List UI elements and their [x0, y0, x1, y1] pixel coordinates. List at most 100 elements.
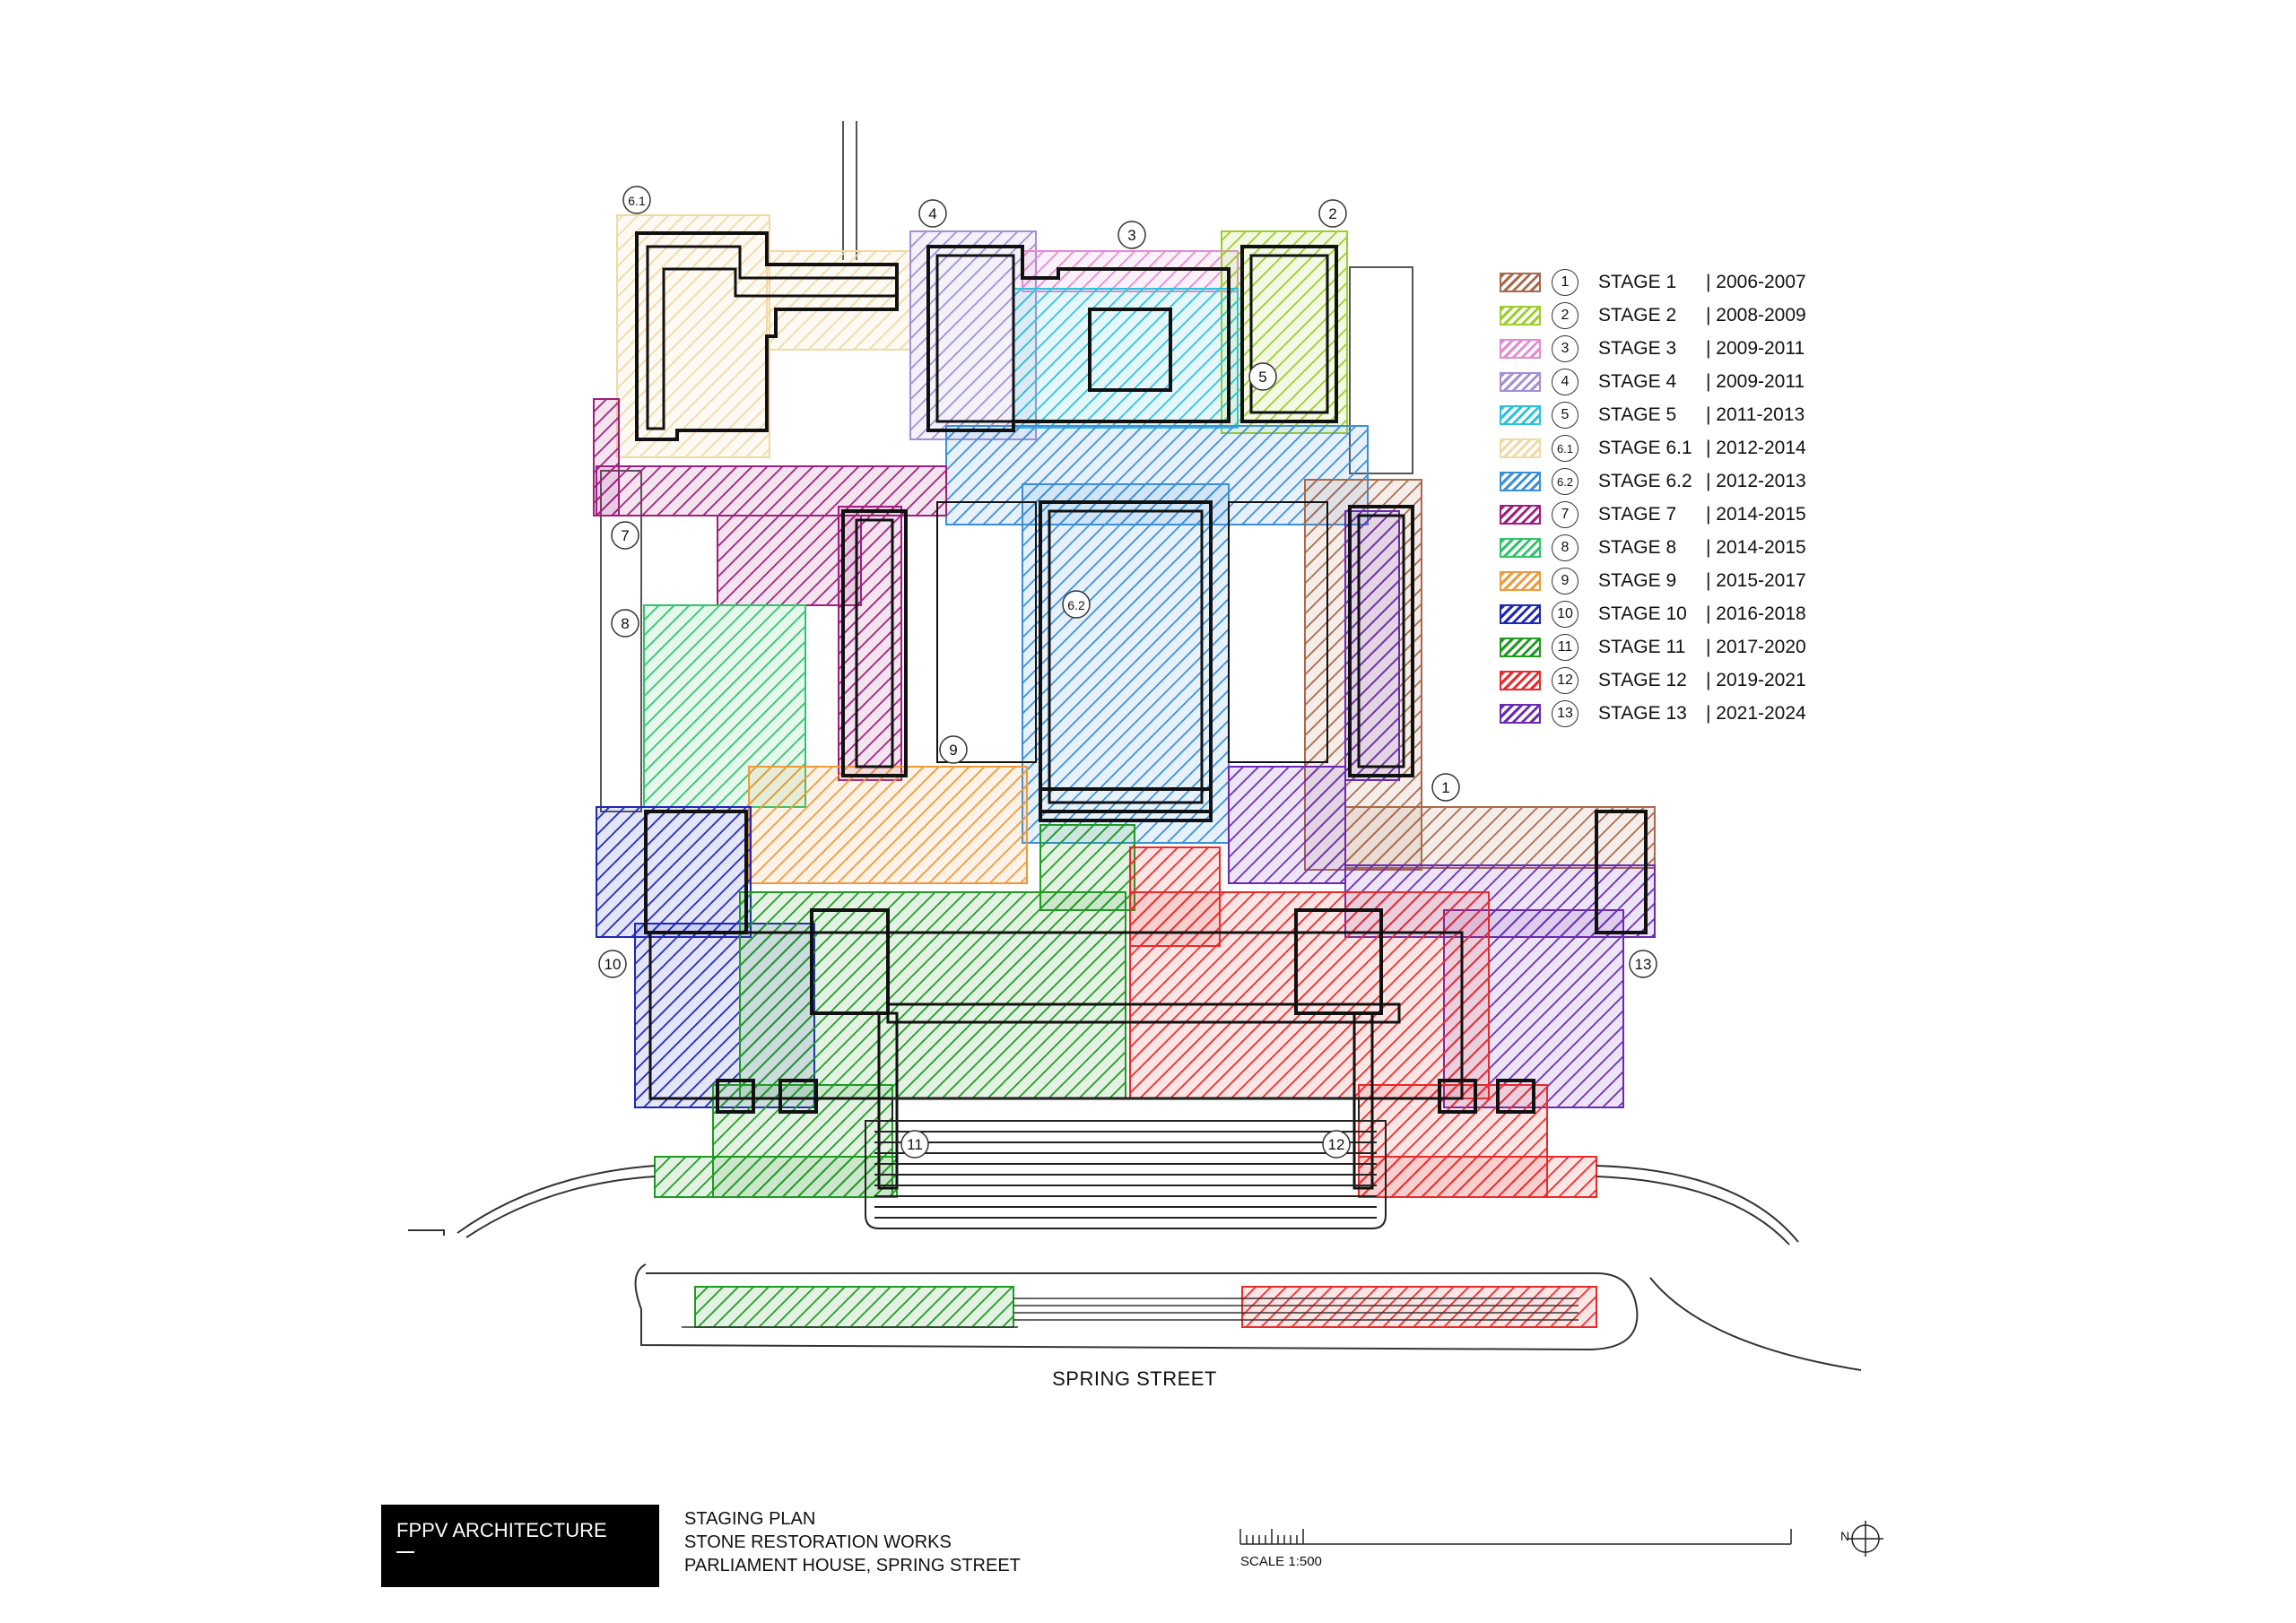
svg-text:12: 12 [1328, 1136, 1345, 1153]
legend-years: | 2009-2011 [1706, 338, 1805, 359]
plan-marker-11: 11 [900, 1130, 929, 1159]
legend-years: | 2016-2018 [1706, 603, 1806, 624]
street-label: SPRING STREET [1052, 1367, 1217, 1390]
legend-stage-name: STAGE 5 [1598, 404, 1677, 425]
zone-stage-1-wing [1344, 806, 1656, 869]
scale-bar [1239, 1529, 1792, 1545]
front-staircase [865, 1098, 1387, 1229]
zone-stage-11-stair [654, 1156, 898, 1198]
plan-marker-13: 13 [1629, 950, 1657, 978]
zone-stage-3 [1022, 250, 1239, 292]
legend-years: | 2021-2024 [1706, 703, 1806, 724]
legend-row-stage-8: 8 STAGE 8 | 2014-2015 [1500, 533, 1840, 563]
zone-stage-7-mid [717, 515, 862, 606]
legend-number: 1 [1552, 269, 1578, 296]
legend-stage-name: STAGE 13 [1598, 703, 1687, 724]
plan-stage-markers: 6.1 4 3 2 5 7 8 6.2 9 1 10 13 11 12 [598, 186, 1657, 1159]
stage-zones [593, 214, 1656, 1328]
zone-stage-6-1 [616, 214, 770, 458]
zone-stage-11-upper [1039, 824, 1135, 911]
drawing-location: PARLIAMENT HOUSE, SPRING STREET [684, 1556, 1021, 1575]
legend-stage-name: STAGE 9 [1598, 570, 1677, 591]
legend-swatch [1500, 505, 1541, 525]
legend-stage-name: STAGE 1 [1598, 272, 1677, 292]
plan-marker-2: 2 [1318, 199, 1347, 228]
legend-number: 6.1 [1552, 435, 1578, 462]
legend-stage-name: STAGE 11 [1598, 637, 1686, 657]
legend-swatch [1500, 638, 1541, 657]
legend-stage-name: STAGE 12 [1598, 670, 1687, 690]
site-curves [408, 1165, 1862, 1371]
svg-text:5: 5 [1258, 369, 1266, 386]
legend-number: 5 [1552, 402, 1578, 429]
legend-years: | 2014-2015 [1706, 537, 1806, 558]
zone-stage-10-top [596, 806, 752, 938]
svg-text:11: 11 [907, 1136, 923, 1153]
svg-text:3: 3 [1127, 227, 1135, 244]
svg-text:7: 7 [621, 527, 629, 544]
legend-number: 7 [1552, 501, 1578, 528]
legend-years: | 2008-2009 [1706, 305, 1806, 325]
legend-number: 11 [1552, 634, 1578, 661]
legend-swatch [1500, 604, 1541, 624]
plan-marker-4: 4 [918, 199, 947, 228]
svg-text:2: 2 [1328, 205, 1336, 222]
legend-years: | 2012-2013 [1706, 471, 1806, 491]
zone-stage-13-mid [1228, 766, 1346, 884]
zone-stage-12-stair [1358, 1156, 1597, 1198]
drawing-subtitle: STONE RESTORATION WORKS [684, 1532, 952, 1552]
legend-stage-name: STAGE 8 [1598, 537, 1677, 558]
firm-dash [396, 1551, 414, 1553]
svg-text:4: 4 [928, 205, 936, 222]
firm-block: FPPV ARCHITECTURE [381, 1505, 659, 1587]
svg-text:1: 1 [1441, 779, 1449, 796]
legend-years: | 2014-2015 [1706, 504, 1806, 525]
plan-marker-12: 12 [1322, 1130, 1351, 1159]
svg-text:9: 9 [949, 742, 957, 759]
svg-text:10: 10 [604, 956, 622, 973]
svg-text:13: 13 [1635, 956, 1652, 973]
svg-text:6.2: 6.2 [1067, 598, 1085, 612]
legend-years: | 2019-2021 [1706, 670, 1806, 690]
legend-row-stage-7: 7 STAGE 7 | 2014-2015 [1500, 499, 1840, 530]
legend-years: | 2011-2013 [1706, 404, 1805, 425]
plan-marker-7: 7 [611, 521, 639, 550]
legend-swatch [1500, 438, 1541, 458]
plan-marker-1: 1 [1431, 773, 1460, 802]
legend-years: | 2012-2014 [1706, 438, 1806, 458]
legend-stage-name: STAGE 2 [1598, 305, 1677, 325]
legend-number: 8 [1552, 534, 1578, 561]
zone-stage-11-main [739, 891, 1126, 1099]
zone-stage-7-col [838, 506, 902, 781]
legend-years: | 2009-2011 [1706, 371, 1805, 392]
plan-marker-6-2: 6.2 [1062, 590, 1091, 619]
legend-number: 10 [1552, 601, 1578, 628]
legend-stage-name: STAGE 7 [1598, 504, 1677, 525]
legend-stage-name: STAGE 4 [1598, 371, 1677, 392]
legend-swatch [1500, 405, 1541, 425]
legend-row-stage-12: 12 STAGE 12 | 2019-2021 [1500, 665, 1840, 696]
legend-swatch [1500, 671, 1541, 690]
legend-row-stage-6-1: 6.1 STAGE 6.1 | 2012-2014 [1500, 433, 1840, 464]
zone-stage-12-forecourt [1241, 1286, 1597, 1328]
legend-number: 9 [1552, 568, 1578, 595]
zone-stage-7-wing [593, 398, 620, 516]
legend-swatch [1500, 339, 1541, 359]
north-label: N [1840, 1529, 1850, 1543]
plan-marker-8: 8 [611, 609, 639, 638]
legend-stage-name: STAGE 6.1 [1598, 438, 1692, 458]
legend-stage-name: STAGE 6.2 [1598, 471, 1692, 491]
north-arrow-icon [1848, 1521, 1883, 1557]
plan-marker-9: 9 [939, 735, 968, 764]
building-outlines [635, 231, 1648, 1190]
legend-swatch [1500, 538, 1541, 558]
zone-stage-6-2-center [1022, 483, 1230, 844]
legend-number: 12 [1552, 667, 1578, 694]
zone-stage-12-upper [1129, 846, 1221, 947]
